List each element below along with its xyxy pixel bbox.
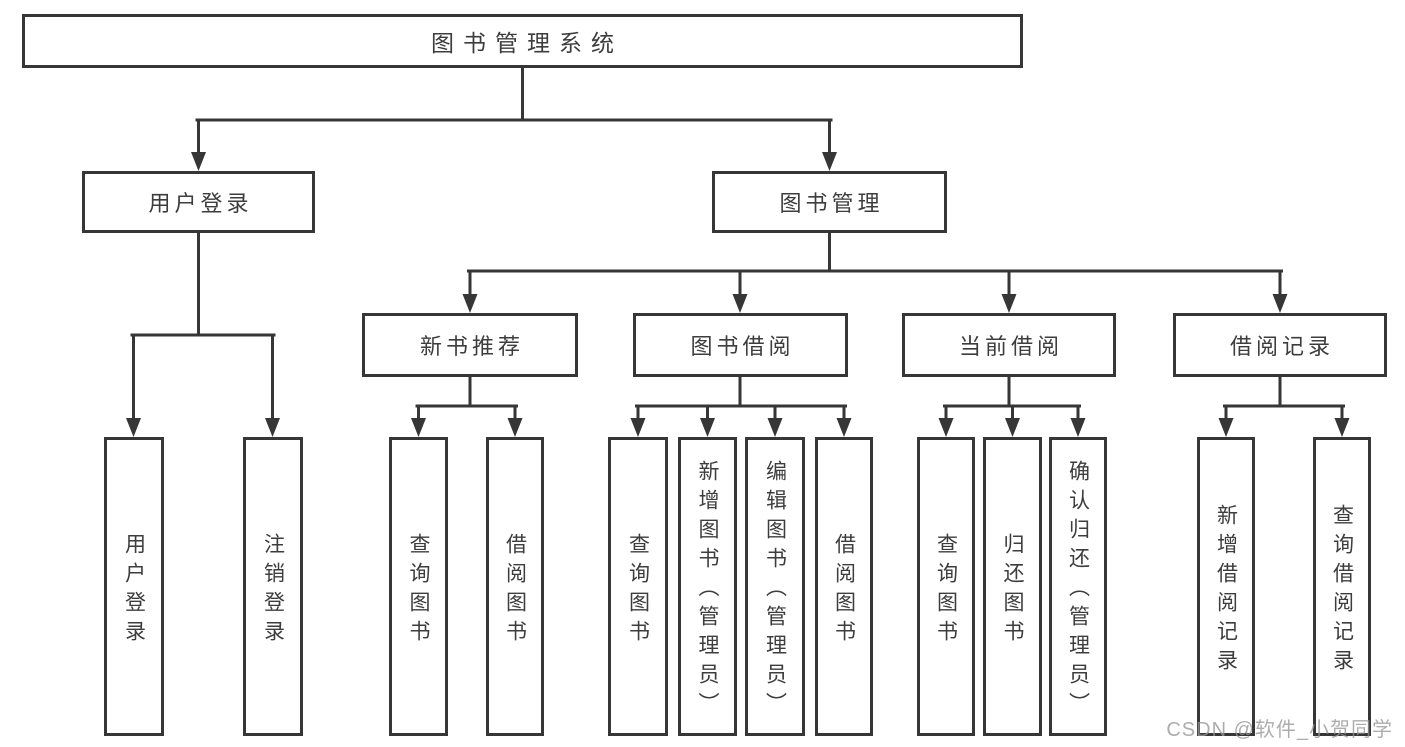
node-add-books-admin: 新增图书（管理员） — [678, 437, 737, 736]
node-label: 新增图书（管理员） — [696, 460, 719, 721]
node-library-management-system: 图书管理系统 — [22, 14, 1023, 68]
node-book-management: 图书管理 — [712, 171, 947, 233]
node-return-books: 归还图书 — [983, 437, 1042, 736]
node-logout-action: 注销登录 — [243, 437, 303, 736]
node-borrow-books-recommend: 借阅图书 — [486, 437, 544, 736]
csdn-watermark: CSDN @软件_小贺同学 — [1166, 719, 1393, 741]
node-label: 查询借阅记录 — [1330, 503, 1354, 678]
node-borrowing-records: 借阅记录 — [1173, 313, 1387, 377]
node-query-books-borrow: 查询图书 — [608, 437, 668, 736]
node-add-borrow-record: 新增借阅记录 — [1197, 437, 1255, 736]
node-label: 用户登录 — [122, 532, 146, 649]
node-label: 确认归还（管理员） — [1066, 460, 1090, 721]
node-label: 借阅图书 — [832, 532, 856, 649]
node-query-borrow-record: 查询借阅记录 — [1313, 437, 1371, 736]
node-label: 图书管理 — [779, 191, 884, 216]
node-label: 编辑图书（管理员） — [763, 460, 787, 721]
node-label: 归还图书 — [1001, 532, 1024, 649]
node-current-borrowing: 当前借阅 — [902, 313, 1116, 377]
node-book-borrowing: 图书借阅 — [633, 313, 848, 377]
node-label: 借阅记录 — [1229, 334, 1334, 359]
node-edit-books-admin: 编辑图书（管理员） — [745, 437, 805, 736]
node-label: 查询图书 — [626, 532, 650, 649]
node-user-login: 用户登录 — [82, 171, 315, 233]
node-label: 查询图书 — [934, 532, 958, 649]
node-confirm-return-admin: 确认归还（管理员） — [1049, 437, 1107, 736]
node-label: 注销登录 — [261, 532, 285, 649]
node-new-book-recommend: 新书推荐 — [362, 313, 578, 377]
node-label: 新书推荐 — [419, 334, 524, 359]
node-label: 查询图书 — [407, 532, 430, 649]
node-label: 新增借阅记录 — [1214, 503, 1238, 678]
node-label: 图书管理系统 — [431, 30, 623, 56]
node-borrow-books-action: 借阅图书 — [815, 437, 873, 736]
node-label: 图书借阅 — [690, 334, 795, 359]
node-label: 当前借阅 — [958, 334, 1063, 359]
node-query-books-current: 查询图书 — [917, 437, 975, 736]
arrowheads — [126, 152, 1350, 437]
node-label: 借阅图书 — [503, 532, 527, 649]
node-label: 用户登录 — [148, 191, 253, 216]
node-user-login-action: 用户登录 — [104, 437, 164, 736]
node-query-books-recommend: 查询图书 — [389, 437, 448, 736]
